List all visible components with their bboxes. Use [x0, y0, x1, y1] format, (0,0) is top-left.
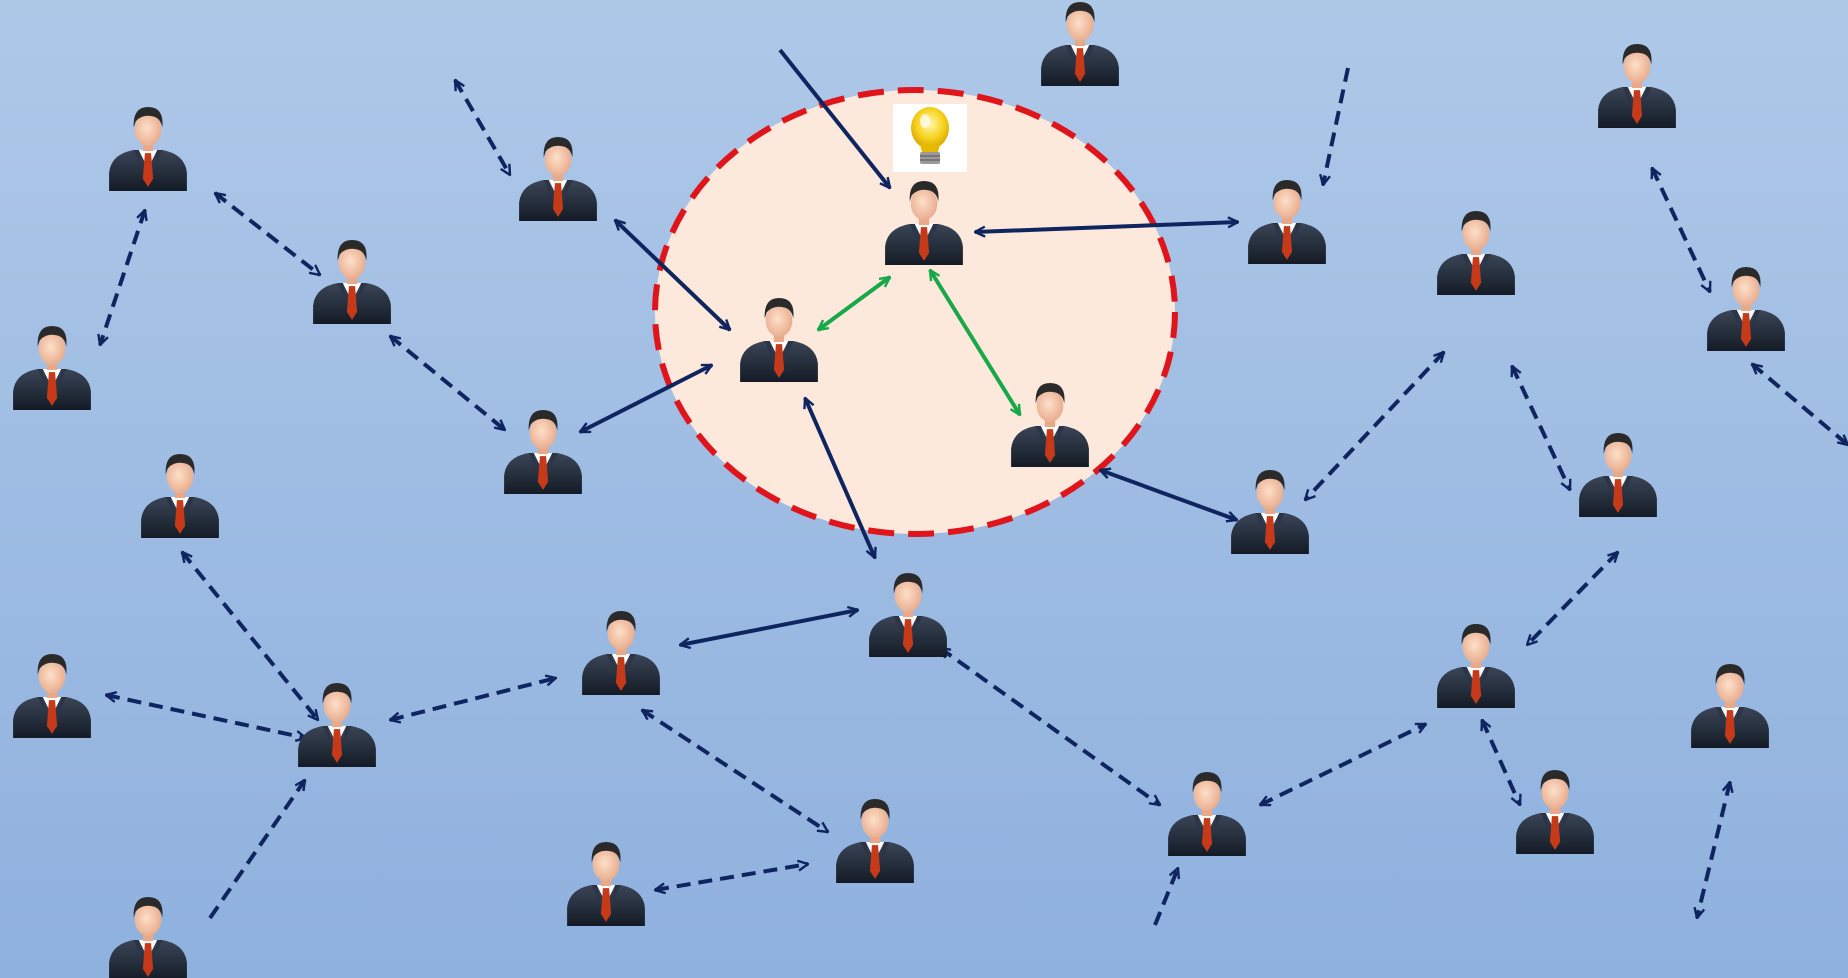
connections: [100, 48, 1848, 926]
connection-arrow-22: [208, 780, 307, 920]
lightbulb-icon: [893, 104, 967, 172]
highlight-arrow-7: [818, 275, 890, 332]
connection-arrow-11: [803, 398, 877, 558]
connection-arrow-24: [655, 864, 808, 890]
connection-arrow-28: [1697, 782, 1730, 918]
connection-arrow-23: [642, 708, 828, 834]
connection-arrow-17: [1650, 168, 1712, 292]
connection-arrow-0: [100, 210, 145, 345]
connection-arrow-4: [580, 363, 712, 434]
connection-arrow-6: [778, 48, 890, 188]
connection-arrow-26: [1260, 722, 1426, 807]
highlight-arrow-8: [928, 270, 1022, 415]
connection-arrow-5: [615, 220, 730, 330]
connection-arrow-3: [390, 336, 505, 430]
connection-arrow-21: [390, 678, 556, 720]
connection-arrow-29: [1153, 868, 1178, 926]
connection-arrow-10: [1323, 67, 1350, 185]
connection-arrow-20: [106, 695, 306, 738]
connection-arrow-13: [1100, 470, 1237, 520]
connection-arrow-12: [680, 610, 858, 645]
connection-arrow-25: [940, 646, 1160, 807]
connection-arrow-9: [975, 222, 1238, 232]
connection-arrow-14: [1305, 352, 1444, 500]
connection-arrow-27: [1480, 720, 1522, 805]
connection-arrow-1: [215, 193, 320, 275]
connection-arrow-2: [453, 80, 512, 175]
connection-arrow-15: [1510, 366, 1572, 490]
